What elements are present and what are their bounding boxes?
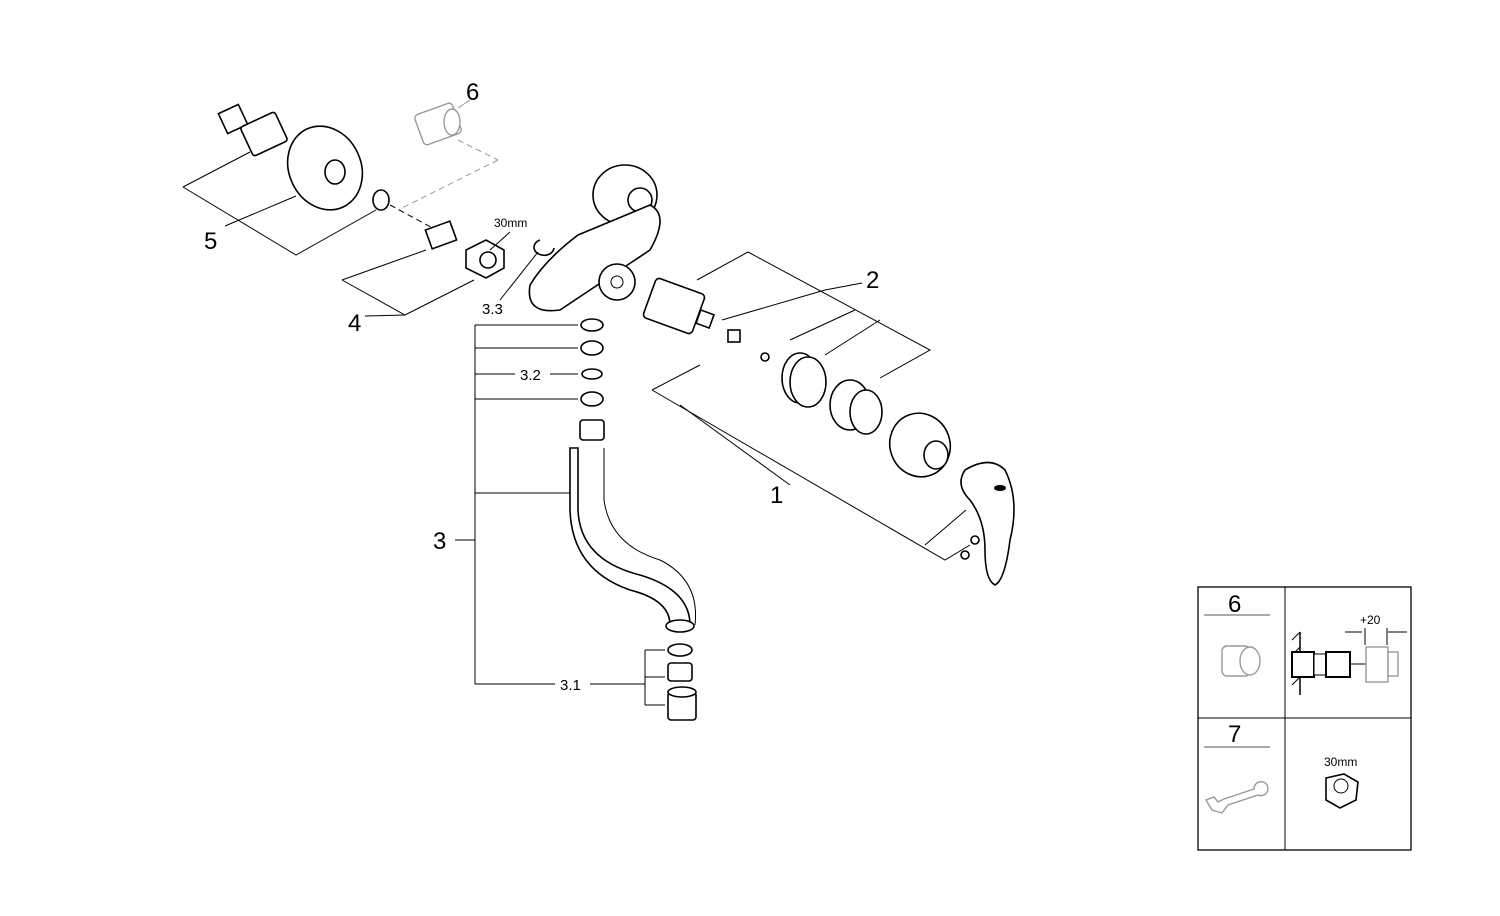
part-1-handle-assembly: [651, 352, 1015, 586]
legend-row1-dimension: +20: [1360, 613, 1381, 627]
label-3-1: 3.1: [560, 677, 581, 694]
part-4-nut: [341, 220, 505, 317]
label-4: 4: [348, 310, 361, 337]
label-5: 5: [204, 228, 217, 255]
part-5-eccentric-connector: [182, 103, 441, 256]
label-6: 6: [466, 79, 479, 106]
label-3: 3: [433, 528, 446, 555]
clip-3-3: [533, 239, 555, 257]
label-3-2: 3.2: [520, 367, 541, 384]
mixer-body: [528, 164, 661, 312]
part-2-cartridge: [642, 251, 932, 379]
legend-row2-number: 7: [1228, 721, 1241, 748]
label-3-3: 3.3: [482, 301, 503, 318]
legend-table: [1197, 586, 1412, 851]
label-1: 1: [770, 482, 783, 509]
part-6-extension: [397, 99, 499, 211]
legend-row2-nut-size: 30mm: [1324, 755, 1357, 769]
part-3-spout: [455, 318, 697, 721]
nut-size-label: 30mm: [494, 216, 527, 230]
legend-row1-number: 6: [1228, 591, 1241, 618]
label-2: 2: [866, 267, 879, 294]
